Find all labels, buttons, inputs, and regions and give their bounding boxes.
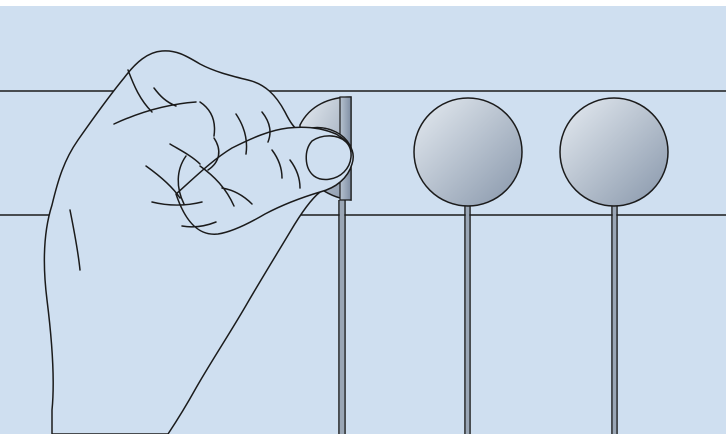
wrist-crease bbox=[69, 209, 81, 271]
thumbnail bbox=[305, 135, 352, 181]
finger-crease-7 bbox=[151, 201, 203, 206]
finger-crease-10 bbox=[261, 111, 271, 143]
stick-shaft-1-fill bbox=[339, 200, 345, 434]
finger-crease-2 bbox=[207, 137, 220, 171]
knuckle-line-2 bbox=[153, 87, 177, 107]
finger-crease-3 bbox=[169, 143, 201, 165]
finger-crease-9 bbox=[235, 113, 248, 155]
disc-3 bbox=[559, 97, 669, 207]
finger-crease-13 bbox=[221, 187, 253, 205]
thumb-outline bbox=[175, 126, 354, 235]
finger-crease-1 bbox=[199, 101, 216, 137]
knuckle-line-1 bbox=[113, 101, 197, 125]
stick-shaft-2-fill bbox=[465, 205, 470, 434]
disc-2 bbox=[413, 97, 523, 207]
finger-crease-11 bbox=[271, 149, 283, 179]
stick-shaft-3-fill bbox=[612, 205, 617, 434]
finger-crease-8 bbox=[181, 221, 217, 228]
hand-illustration bbox=[43, 50, 354, 434]
palm-line bbox=[127, 69, 153, 113]
finger-crease-6 bbox=[199, 165, 235, 207]
stick-disc-2 bbox=[413, 97, 523, 434]
finger-crease-4 bbox=[145, 165, 181, 199]
finger-crease-5 bbox=[177, 155, 187, 205]
finger-crease-12 bbox=[289, 159, 301, 189]
stick-disc-3 bbox=[559, 97, 669, 434]
